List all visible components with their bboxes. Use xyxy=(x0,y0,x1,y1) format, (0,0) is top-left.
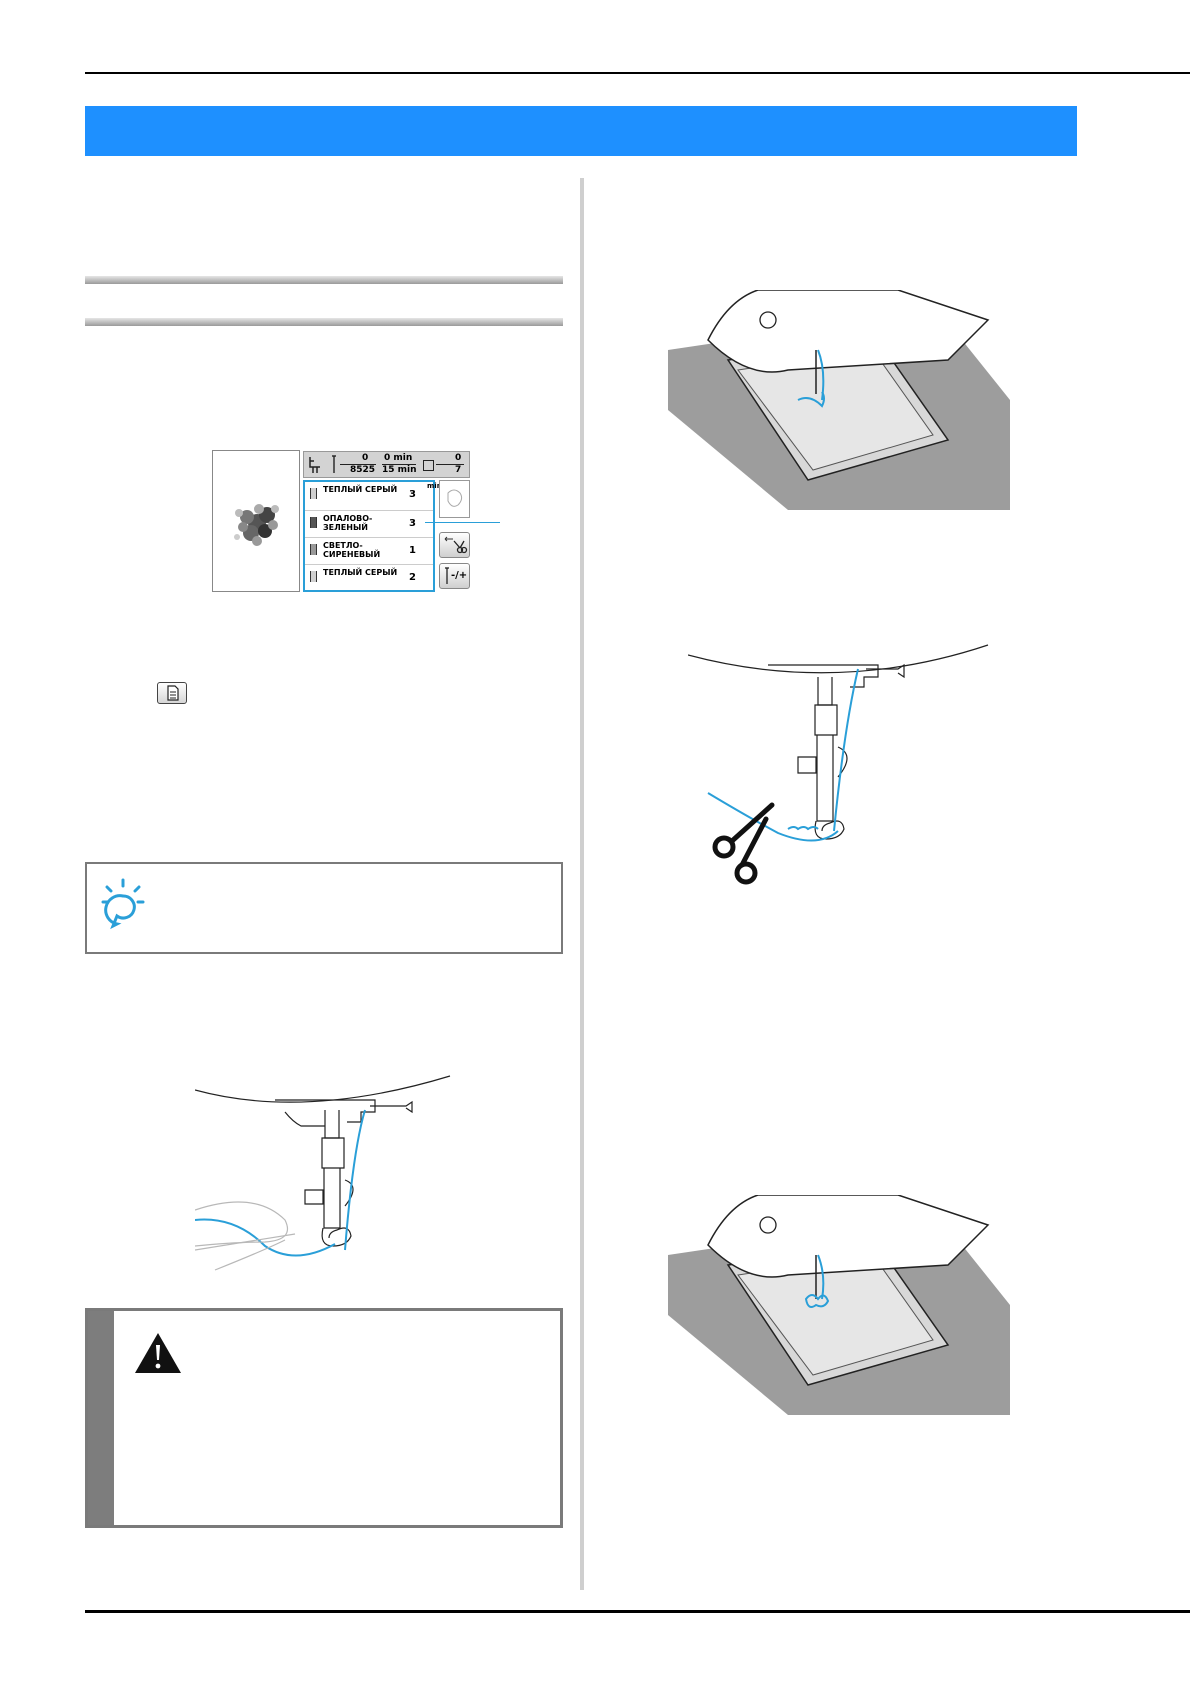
color-count-top: 0 xyxy=(455,453,462,463)
thread-name: ОПАЛОВО-ЗЕЛЕНЫЙ xyxy=(323,514,373,532)
spool-icon xyxy=(310,544,317,555)
pattern-thumbnail-icon xyxy=(447,489,463,507)
thread-count: 3 xyxy=(409,489,416,500)
stitch-counter-bottom: 8525 xyxy=(350,465,376,475)
column-divider xyxy=(580,178,584,1590)
embroidery-lcd-screen: 0 8525 0 min 15 min 0 7 ТЕПЛЫЙ СЕРЫЙ 3 О… xyxy=(212,450,470,592)
thread-count: 1 xyxy=(409,545,416,556)
thread-color-list: ТЕПЛЫЙ СЕРЫЙ 3 ОПАЛОВО-ЗЕЛЕНЫЙ 3 СВЕТЛО-… xyxy=(303,480,435,592)
footer-rule xyxy=(85,1610,1190,1613)
scissors-icon xyxy=(712,802,775,885)
note-box xyxy=(85,862,563,954)
lightbulb-note-icon xyxy=(101,878,145,930)
needle-forward-back-button[interactable]: -/+ xyxy=(439,563,470,589)
spool-icon xyxy=(310,517,317,528)
flower-pattern-icon xyxy=(234,504,279,546)
document-icon xyxy=(167,685,179,701)
counter-divider xyxy=(340,464,376,465)
header-rule xyxy=(85,72,1190,74)
document-button-inline xyxy=(157,682,187,704)
mini-preview-thumb[interactable] xyxy=(439,480,470,518)
thread-name: СВЕТЛО-СИРЕНЕВЫЙ xyxy=(323,541,381,559)
thread-row[interactable]: ТЕПЛЫЙ СЕРЫЙ 3 xyxy=(305,482,433,508)
color-count-bottom: 7 xyxy=(455,465,462,475)
subsection-bar-bottom xyxy=(85,318,563,326)
thread-row[interactable]: ОПАЛОВО-ЗЕЛЕНЫЙ 3 xyxy=(305,510,433,537)
needle-button-label: -/+ xyxy=(451,570,468,581)
thread-count: 3 xyxy=(409,518,416,529)
presser-foot-icon xyxy=(309,457,320,473)
thread-row[interactable]: ТЕПЛЫЙ СЕРЫЙ 2 xyxy=(305,564,433,591)
thread-row[interactable]: СВЕТЛО-СИРЕНЕВЫЙ 1 xyxy=(305,537,433,564)
color-count-divider xyxy=(436,464,464,465)
embroidery-machine-finished-illustration xyxy=(668,1195,1010,1415)
time-divider xyxy=(382,464,416,465)
thread-count: 2 xyxy=(409,572,416,583)
spool-icon xyxy=(310,571,317,582)
stitch-counter-top: 0 xyxy=(362,453,369,463)
pattern-preview xyxy=(212,450,300,592)
scissors-icon xyxy=(444,536,468,554)
thread-trim-button[interactable] xyxy=(439,532,470,558)
thread-hold-illustration xyxy=(195,1075,451,1271)
needle-icon xyxy=(445,567,449,584)
needle-icon xyxy=(332,455,336,473)
mini-label: min xyxy=(427,482,442,490)
warning-side-strip xyxy=(88,1311,114,1525)
lcd-status-bar: 0 8525 0 min 15 min 0 7 xyxy=(303,451,470,478)
warning-box xyxy=(85,1308,563,1528)
spool-icon xyxy=(310,488,317,499)
time-top: 0 min xyxy=(384,453,413,463)
color-square-icon xyxy=(423,460,434,471)
thread-name: ТЕПЛЫЙ СЕРЫЙ xyxy=(323,485,398,494)
lcd-callout-line xyxy=(425,522,500,523)
thread-cut-illustration xyxy=(688,644,989,885)
warning-triangle-icon xyxy=(135,1333,181,1373)
subsection-bar-top xyxy=(85,276,563,284)
time-bottom: 15 min xyxy=(382,465,417,475)
section-header-band xyxy=(85,106,1077,156)
embroidery-machine-hoop-illustration xyxy=(668,290,1010,510)
thread-name: ТЕПЛЫЙ СЕРЫЙ xyxy=(323,568,398,577)
